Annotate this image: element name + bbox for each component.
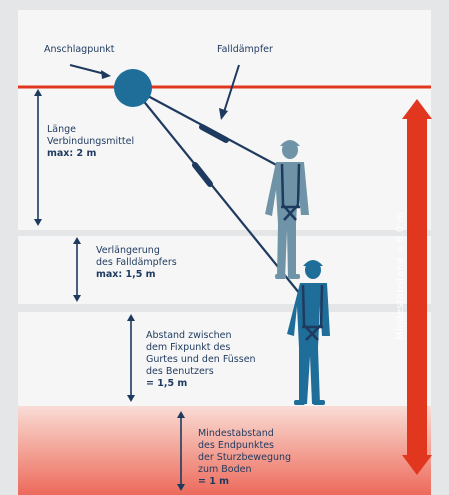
- ground-clearance-label: Mindestabstand des Endpunktes der Sturzb…: [198, 428, 291, 488]
- band-extension: [18, 236, 431, 304]
- fall-absorber-fallen: [192, 162, 213, 187]
- fall-absorber-standing: [199, 124, 229, 143]
- lanyard-label-line1: Länge: [47, 124, 77, 135]
- lanyard-max-value: max: 2 m: [47, 148, 97, 159]
- harness-straps-fallen: [301, 284, 324, 341]
- harness-straps-standing: [280, 163, 301, 221]
- lanyard-fallen: [132, 87, 301, 295]
- ground-clearance-arrow: [177, 411, 185, 491]
- ground-label-line4: zum Boden: [198, 464, 252, 475]
- band-lanyard: [18, 10, 431, 230]
- ground-clearance-value: = 1 m: [198, 476, 230, 487]
- minimum-distance-arrow: [402, 99, 432, 475]
- fall-absorber-label: Falldämpfer: [217, 44, 273, 55]
- harness-label-line4: des Benutzers: [146, 366, 214, 377]
- anchor-pointer-arrow: [69, 64, 111, 79]
- extension-label: Verlängerung des Falldämpfers max: 1,5 m: [96, 245, 177, 281]
- worker-fallen-icon: [287, 260, 330, 405]
- harness-label-line3: Gurtes und den Füssen: [146, 354, 256, 365]
- worker-with-harness-icon: [265, 140, 309, 279]
- harness-distance-arrow: [127, 314, 135, 402]
- ground-label-line3: der Sturzbewegung: [198, 452, 292, 463]
- lanyard-label-line2: Verbindungsmittel: [47, 136, 135, 147]
- extension-max-value: max: 1,5 m: [96, 269, 156, 280]
- minimum-distance-label: Mindestabstand = 6.0 m: [395, 212, 406, 340]
- extension-label-line1: Verlängerung: [96, 245, 160, 256]
- harness-label-line2: dem Fixpunkt des: [146, 342, 231, 353]
- ground-zone: [18, 406, 431, 495]
- ground-label-line2: des Endpunktes: [198, 440, 274, 451]
- lanyard-length-arrow: [34, 89, 42, 226]
- harness-distance-value: = 1,5 m: [146, 378, 188, 389]
- harness-distance-label: Abstand zwischen dem Fixpunkt des Gurtes…: [146, 330, 256, 390]
- harness-label-line1: Abstand zwischen: [146, 330, 232, 341]
- anchor-point-circle: [114, 69, 152, 107]
- lanyard-length-label: Länge Verbindungsmittel max: 2 m: [47, 124, 134, 160]
- absorber-pointer-arrow: [219, 64, 240, 120]
- ground-label-line1: Mindestabstand: [198, 428, 274, 439]
- extension-length-arrow: [73, 237, 81, 302]
- extension-label-line2: des Falldämpfers: [96, 257, 177, 268]
- band-harness: [18, 312, 431, 406]
- anchor-point-label: Anschlagpunkt: [44, 44, 115, 55]
